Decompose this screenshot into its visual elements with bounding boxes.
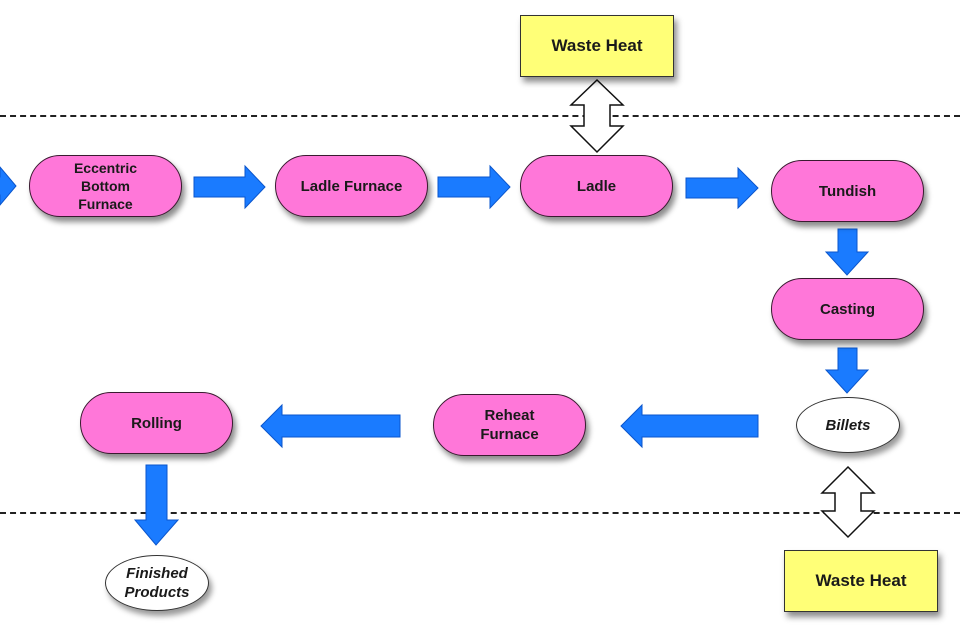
process-reheat-furnace: Reheat Furnace: [433, 394, 586, 456]
process-rolling: Rolling: [80, 392, 233, 454]
flow-arrow-reheat-to-rolling: [260, 403, 401, 449]
waste-heat-top-label: Waste Heat: [551, 36, 643, 55]
process-reheat-furnace-label: Reheat Furnace: [480, 407, 539, 443]
flow-arrow-tundish-to-casting: [824, 228, 870, 276]
process-casting-label: Casting: [819, 300, 875, 318]
waste-heat-bottom-box: Waste Heat: [784, 550, 938, 612]
process-ladle-label: Ladle: [576, 177, 617, 195]
process-tundish-label: Tundish: [818, 182, 877, 200]
boundary-line-top: [0, 115, 960, 117]
product-billets: Billets: [796, 397, 900, 453]
boundary-line-bottom: [0, 512, 960, 514]
process-ebf: Eccentric Bottom Furnace: [29, 155, 182, 217]
product-billets-label: Billets: [825, 416, 871, 434]
flow-arrow-rolling-to-finished: [133, 464, 180, 546]
flow-arrow-billets-to-reheat: [620, 403, 759, 449]
waste-heat-bottom-label: Waste Heat: [815, 571, 907, 590]
process-ladle-furnace: Ladle Furnace: [275, 155, 428, 217]
flow-arrow-casting-to-billets: [824, 347, 870, 394]
flow-arrow-ebf-to-ladle-furnace: [193, 164, 266, 210]
flow-arrow-incoming: [0, 166, 17, 206]
flow-arrow-ladle-furnace-to-ladle: [437, 164, 511, 210]
process-ladle: Ladle: [520, 155, 673, 217]
flow-arrow-ladle-to-tundish: [685, 166, 759, 210]
product-finished-products: Finished Products: [105, 555, 209, 611]
process-rolling-label: Rolling: [131, 414, 182, 432]
process-casting: Casting: [771, 278, 924, 340]
heat-exchange-arrow-bottom: [820, 465, 876, 539]
process-tundish: Tundish: [771, 160, 924, 222]
heat-exchange-arrow-top: [569, 78, 625, 154]
process-ladle-furnace-label: Ladle Furnace: [300, 177, 403, 195]
process-ebf-label: Eccentric Bottom Furnace: [73, 160, 138, 212]
waste-heat-top-box: Waste Heat: [520, 15, 674, 77]
product-finished-products-label: Finished Products: [124, 565, 190, 601]
